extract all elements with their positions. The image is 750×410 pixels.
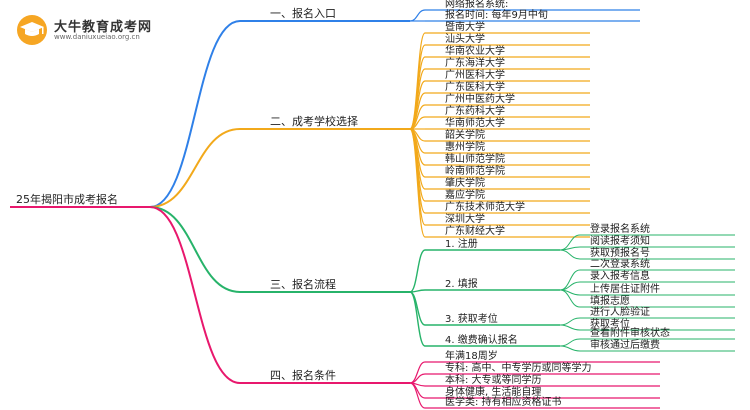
leaf-link bbox=[559, 324, 581, 331]
leaf-node[interactable]: 获取考位 bbox=[590, 317, 630, 330]
leaf-link bbox=[559, 249, 581, 260]
leaf-link bbox=[409, 361, 426, 384]
leaf-node[interactable]: 暨南大学 bbox=[445, 20, 485, 33]
site-logo[interactable]: 大牛教育成考网 www.daniuxueiao.org.cn bbox=[16, 14, 166, 48]
leaf-node[interactable]: 身体健康, 生活能自理 bbox=[445, 385, 541, 398]
branch-node[interactable]: 一、报名入口 bbox=[270, 6, 336, 20]
leaf-link bbox=[409, 9, 426, 22]
logo-url: www.daniuxueiao.org.cn bbox=[54, 33, 140, 41]
leaf-node[interactable]: 登录报名系统 bbox=[590, 222, 650, 235]
leaf-node[interactable]: 华南师范大学 bbox=[445, 116, 505, 129]
leaf-node[interactable]: 录入报考信息 bbox=[590, 269, 650, 282]
graduation-cap-icon bbox=[17, 15, 47, 45]
branch-link bbox=[149, 206, 241, 293]
leaf-node[interactable]: 肇庆学院 bbox=[445, 176, 485, 189]
leaf-node[interactable]: 华南农业大学 bbox=[445, 44, 505, 57]
leaf-link bbox=[559, 338, 581, 347]
leaf-node[interactable]: 医学类: 持有相应资格证书 bbox=[445, 395, 562, 408]
leaf-link bbox=[559, 345, 581, 352]
leaf-node[interactable]: 广东财经大学 bbox=[445, 224, 505, 237]
sub-link bbox=[409, 291, 426, 347]
sub-link bbox=[409, 249, 426, 293]
leaf-node[interactable]: 深圳大学 bbox=[445, 212, 485, 225]
leaf-node[interactable]: 广州医科大学 bbox=[445, 68, 505, 81]
leaf-link bbox=[559, 269, 581, 291]
leaf-node[interactable]: 韩山师范学院 bbox=[445, 152, 505, 165]
leaf-link bbox=[409, 382, 426, 409]
leaf-node[interactable]: 二次登录系统 bbox=[590, 257, 650, 270]
leaf-node[interactable]: 查看附件审核状态 bbox=[590, 326, 670, 339]
branch-link bbox=[149, 20, 241, 208]
logo-title: 大牛教育成考网 bbox=[54, 20, 153, 35]
leaf-node[interactable]: 获取预报名号 bbox=[590, 246, 650, 259]
sub-node[interactable]: 3. 获取考位 bbox=[445, 312, 498, 325]
leaf-node[interactable]: 嘉应学院 bbox=[445, 188, 485, 201]
leaf-node[interactable]: 进行人脸验证 bbox=[590, 305, 650, 318]
leaf-node[interactable]: 审核通过后缴费 bbox=[590, 338, 660, 351]
leaf-node[interactable]: 上传居住证附件 bbox=[590, 282, 660, 295]
leaf-node[interactable]: 韶关学院 bbox=[445, 128, 485, 141]
branch-node[interactable]: 三、报名流程 bbox=[270, 277, 336, 291]
root-node[interactable]: 25年揭阳市成考报名 bbox=[16, 192, 118, 206]
leaf-link bbox=[559, 289, 581, 308]
leaf-node[interactable]: 广东药科大学 bbox=[445, 104, 505, 117]
leaf-node[interactable]: 岭南师范学院 bbox=[445, 164, 505, 177]
leaf-node[interactable]: 年满18周岁 bbox=[445, 349, 498, 362]
branch-node[interactable]: 二、成考学校选择 bbox=[270, 114, 358, 128]
branch-link bbox=[149, 206, 241, 384]
leaf-node[interactable]: 广东技术师范大学 bbox=[445, 200, 525, 213]
leaf-link bbox=[409, 128, 426, 238]
sub-node[interactable]: 1. 注册 bbox=[445, 237, 478, 250]
leaf-node[interactable]: 汕头大学 bbox=[445, 32, 485, 45]
branch-link bbox=[149, 128, 241, 208]
sub-node[interactable]: 4. 缴费确认报名 bbox=[445, 333, 518, 346]
leaf-link bbox=[559, 317, 581, 326]
leaf-node[interactable]: 报名时间: 每年9月中旬 bbox=[445, 8, 548, 21]
leaf-node[interactable]: 广东医科大学 bbox=[445, 80, 505, 93]
sub-node[interactable]: 2. 填报 bbox=[445, 277, 478, 290]
leaf-node[interactable]: 广东海洋大学 bbox=[445, 56, 505, 69]
leaf-node[interactable]: 专科: 高中、中专学历或同等学力 bbox=[445, 361, 592, 374]
leaf-node[interactable]: 阅读报考须知 bbox=[590, 234, 650, 247]
leaf-node[interactable]: 网络报名系统: bbox=[445, 0, 508, 10]
leaf-link bbox=[559, 246, 581, 251]
leaf-node[interactable]: 广州中医药大学 bbox=[445, 92, 515, 105]
branch-node[interactable]: 四、报名条件 bbox=[270, 368, 336, 382]
leaf-node[interactable]: 惠州学院 bbox=[445, 140, 485, 153]
leaf-node[interactable]: 填报志愿 bbox=[590, 294, 630, 307]
leaf-node[interactable]: 本科: 大专或等同学历 bbox=[445, 373, 542, 386]
